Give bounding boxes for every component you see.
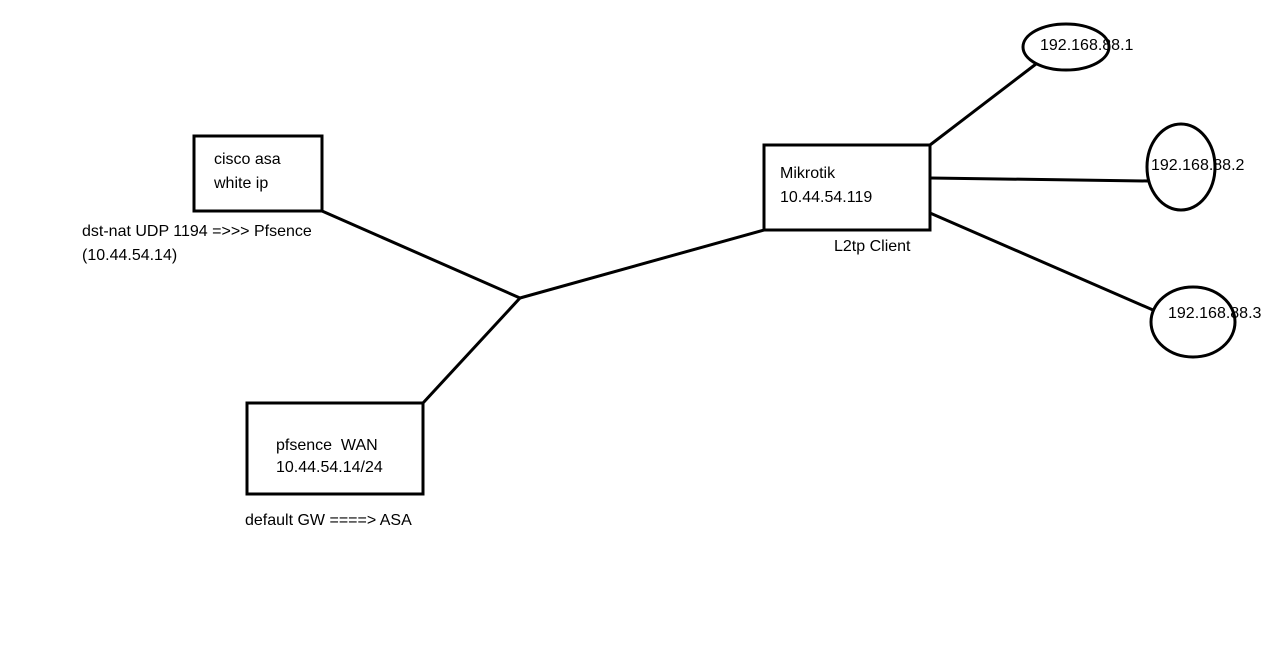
cisco-asa-label-line2: white ip [214,175,269,192]
mikrotik-note: L2tp Client [834,238,911,255]
pfsense-note: default GW ====> ASA [245,512,412,529]
client-1-ellipse [1021,22,1111,72]
client-1-label: 192.168.88.1 [1040,37,1134,54]
link-mikrotik-client-3 [929,211,1154,312]
cisco-asa-box [192,134,324,213]
pfsense-label-line2: 10.44.54.14/24 [276,459,383,476]
link-mikrotik-client-2 [929,176,1149,183]
mikrotik-box [762,143,932,232]
mikrotik-label-line2: 10.44.54.119 [780,189,873,206]
client-2-ellipse [1145,122,1217,212]
link-asa-junction [321,209,521,300]
cisco-asa-label-line1: cisco asa [214,151,281,168]
cisco-asa-note-line1: dst-nat UDP 1194 =>>> Pfsence [82,223,312,240]
link-mikrotik-client-1 [929,62,1037,147]
mikrotik-label-line1: Mikrotik [780,165,836,182]
cisco-asa-note-line2: (10.44.54.14) [82,247,178,264]
pfsense-box [245,401,425,496]
link-junction-pfsense [421,296,522,405]
pfsense-label-line1: pfsence WAN [276,437,378,454]
client-3-ellipse [1149,285,1237,359]
client-2-label: 192.168.88.2 [1151,157,1245,174]
client-3-label: 192.168.88.3 [1168,305,1262,322]
link-junction-mikrotik [519,228,765,300]
